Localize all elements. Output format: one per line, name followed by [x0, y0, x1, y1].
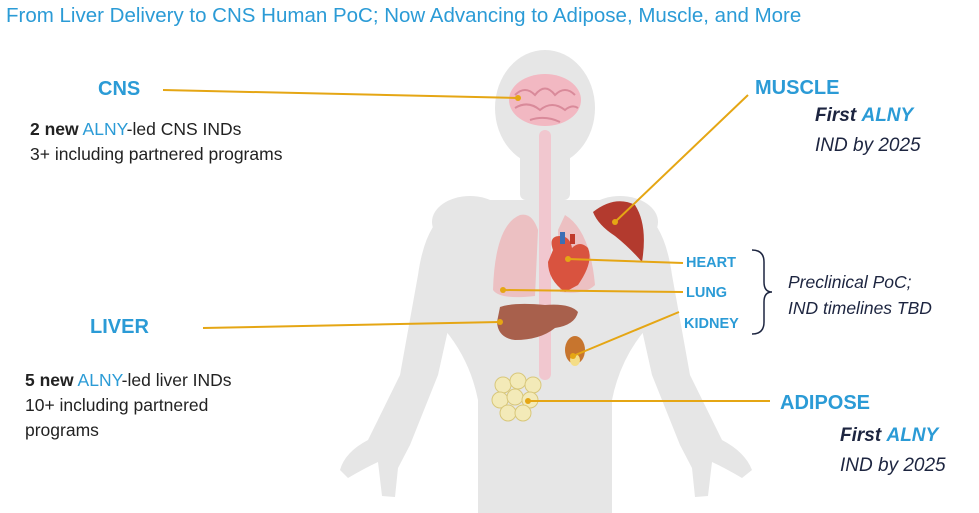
brain-illustration	[509, 74, 581, 126]
liver-description: 5 new ALNY-led liver INDs 10+ including …	[25, 368, 325, 443]
muscle-ind-timeline: IND by 2025	[815, 135, 921, 156]
adipose-first: First	[840, 425, 882, 446]
cns-brand: ALNY	[82, 119, 127, 139]
adipose-heading: ADIPOSE	[780, 392, 871, 414]
connector-lines	[162, 89, 770, 402]
liver-illustration	[497, 303, 578, 340]
page-title: From Liver Delivery to CNS Human PoC; No…	[6, 4, 802, 27]
muscle-illustration	[593, 201, 644, 262]
muscle-first: First	[815, 105, 857, 126]
preclinical-line2: IND timelines TBD	[788, 298, 932, 318]
adipose-illustration	[491, 372, 542, 422]
adipose-brand: ALNY	[886, 425, 939, 446]
heart-illustration	[548, 232, 590, 292]
cns-count: 2 new	[30, 119, 79, 139]
liver-brand: ALNY	[77, 370, 122, 390]
spinal-cord	[539, 130, 551, 380]
adipose-ind: First ALNY IND by 2025	[840, 421, 975, 481]
bracket	[751, 249, 773, 335]
kidney-label: KIDNEY	[684, 316, 739, 332]
lung-illustration	[493, 214, 538, 298]
liver-line1-rest: -led liver INDs	[121, 370, 232, 390]
cns-heading: CNS	[98, 78, 141, 100]
liver-line2: 10+ including partnered	[25, 395, 209, 415]
lung-label: LUNG	[686, 285, 728, 301]
preclinical-note: Preclinical PoC; IND timelines TBD	[788, 269, 978, 321]
preclinical-line1: Preclinical PoC;	[788, 272, 912, 292]
cns-description: 2 new ALNY-led CNS INDs 3+ including par…	[30, 117, 370, 167]
cns-line1-rest: -led CNS INDs	[126, 119, 242, 139]
liver-heading: LIVER	[90, 316, 149, 338]
liver-line3: programs	[25, 420, 99, 440]
cns-line2: 3+ including partnered programs	[30, 144, 283, 164]
muscle-brand: ALNY	[861, 105, 914, 126]
liver-count: 5 new	[25, 370, 74, 390]
muscle-heading: MUSCLE	[755, 77, 840, 99]
heart-label: HEART	[686, 255, 736, 271]
muscle-ind: First ALNY IND by 2025	[815, 101, 975, 161]
adipose-ind-timeline: IND by 2025	[840, 455, 946, 476]
